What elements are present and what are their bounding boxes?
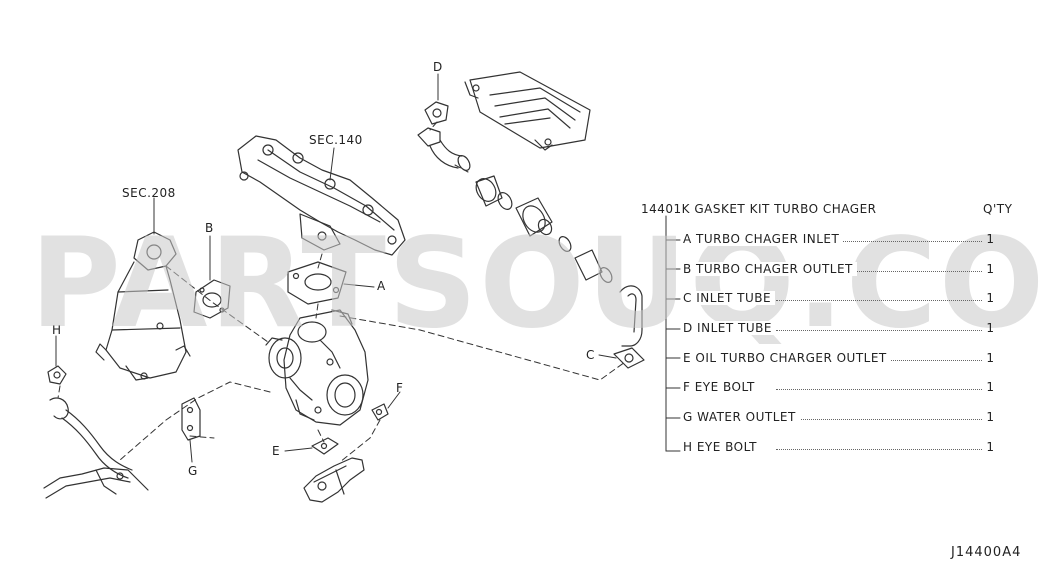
part-qty: 1: [986, 350, 994, 365]
part-name: C INLET TUBE: [683, 291, 776, 306]
callout-b-label: B: [205, 221, 214, 235]
qty-column-header: Q'TY: [983, 202, 1013, 216]
b-gasket: [193, 279, 231, 319]
part-name: A TURBO CHAGER INLET: [683, 232, 844, 246]
parts-list-item[interactable]: A TURBO CHAGER INLET 1: [666, 232, 996, 262]
parts-list-item[interactable]: E OIL TURBO CHARGER OUTLET 1: [666, 350, 996, 381]
d-flange: [424, 101, 449, 125]
callout-leaders: [55, 73, 617, 463]
exhaust-manifold-drawing: [237, 135, 406, 256]
dotted-leader: [776, 241, 982, 242]
turbocharger-drawing: [265, 309, 369, 426]
part-qty: 1: [986, 380, 994, 395]
callout-a-label: A: [377, 279, 386, 293]
parts-list-item[interactable]: G WATER OUTLET 1: [666, 410, 996, 440]
intercooler-drawing: [464, 71, 591, 151]
callout-f-label: F: [396, 381, 404, 395]
dotted-leader: [776, 300, 982, 302]
parts-list-item[interactable]: H EYE BOLT 1: [666, 439, 996, 470]
callout-c-label: C: [586, 348, 595, 362]
part-name: D INLET TUBE: [683, 321, 776, 336]
callout-h-label: H: [52, 323, 62, 337]
section-140-label: SEC.140: [309, 133, 363, 147]
parts-list-item[interactable]: F EYE BOLT 1: [666, 380, 996, 410]
part-qty: 1: [986, 321, 994, 336]
dotted-leader: [776, 330, 982, 332]
part-name: G WATER OUTLET: [683, 410, 800, 425]
part-qty: 1: [986, 261, 994, 276]
inlet-pipe-drawing: [417, 127, 643, 347]
part-qty: 1: [986, 439, 994, 454]
part-name: H EYE BOLT: [683, 439, 761, 454]
c-flange: [613, 347, 645, 369]
section-208-label: SEC.208: [122, 186, 176, 200]
parts-list-item[interactable]: D INLET TUBE 1: [666, 321, 996, 351]
part-name: B TURBO CHAGER OUTLET: [683, 261, 857, 276]
dotted-leader: [776, 419, 982, 421]
callout-d-label: D: [433, 60, 443, 74]
dotted-leader: [776, 270, 982, 272]
parts-list: A TURBO CHAGER INLET 1 B TURBO CHAGER OU…: [666, 232, 996, 470]
g-gasket: [181, 397, 201, 441]
part-name: F EYE BOLT: [683, 380, 759, 395]
diagram-code: J14400A4: [951, 545, 1022, 560]
part-qty: 1: [986, 232, 994, 246]
callout-g-label: G: [188, 464, 198, 478]
parts-list-item[interactable]: B TURBO CHAGER OUTLET 1: [666, 261, 996, 292]
gasket-kit-title: 14401K GASKET KIT TURBO CHAGER: [641, 202, 877, 216]
dotted-leader: [776, 448, 982, 450]
e-flange: [311, 437, 339, 455]
assembly-lines: [57, 121, 626, 463]
f-eye-bolt-and-pipe: [303, 403, 389, 503]
a-gasket: [287, 261, 347, 305]
parts-list-item[interactable]: C INLET TUBE 1: [666, 291, 996, 321]
h-eye-bolt-and-oil-line: [43, 365, 149, 499]
parts-table-tree-lines: [665, 215, 681, 452]
part-name: E OIL TURBO CHARGER OUTLET: [683, 350, 891, 365]
catalytic-converter-drawing: [95, 231, 191, 381]
callout-e-label: E: [272, 444, 281, 458]
part-qty: 1: [986, 291, 994, 306]
part-qty: 1: [986, 410, 994, 425]
dotted-leader: [776, 389, 982, 391]
